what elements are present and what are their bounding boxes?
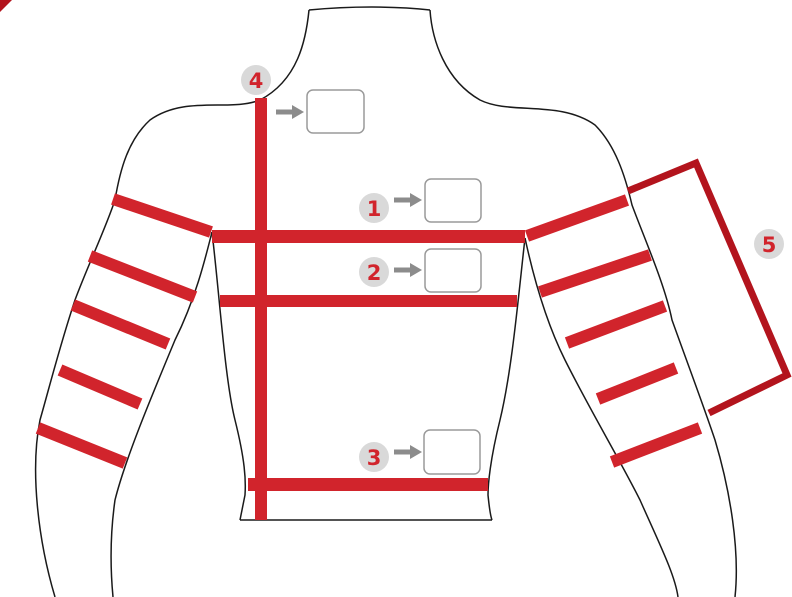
- marker-2: 2: [359, 249, 481, 292]
- marker-label: 5: [762, 233, 777, 257]
- marker-3: 3: [359, 430, 480, 474]
- arrow-head-icon: [410, 445, 422, 459]
- right-arm-stripe: [598, 368, 676, 399]
- center-vertical-line: [255, 98, 267, 520]
- marker-label: 2: [367, 261, 382, 285]
- right-arm-stripe: [540, 255, 650, 292]
- left-arm-stripe: [113, 199, 211, 232]
- measure-2-input-box[interactable]: [425, 249, 481, 292]
- marker-label: 4: [249, 69, 264, 93]
- torso-left-side: [212, 232, 245, 520]
- arrow-head-icon: [410, 263, 422, 277]
- measure-3-input-box[interactable]: [424, 430, 480, 474]
- measure-1-input-box[interactable]: [425, 179, 481, 222]
- right-arm-stripe: [567, 306, 665, 343]
- left-arm-stripe: [90, 256, 195, 297]
- marker-5: 5: [754, 229, 784, 259]
- marker-label: 3: [367, 446, 382, 470]
- left-arm-stripes: [38, 199, 211, 463]
- right-arm-stripe: [527, 200, 627, 236]
- left-arm-stripe: [38, 428, 125, 463]
- marker-label: 1: [367, 197, 382, 221]
- torso-right-side: [488, 238, 525, 520]
- left-arm-stripe: [73, 305, 168, 344]
- arrow-head-icon: [292, 105, 304, 119]
- left-arm-stripe: [60, 370, 140, 404]
- marker-1: 1: [359, 179, 481, 223]
- measure-4-input-box[interactable]: [307, 90, 364, 133]
- corner-mark: [0, 0, 12, 12]
- neck-top: [309, 7, 430, 10]
- waist-line: [248, 478, 488, 491]
- arrow-head-icon: [410, 193, 422, 207]
- right-arm-stripe: [612, 428, 700, 462]
